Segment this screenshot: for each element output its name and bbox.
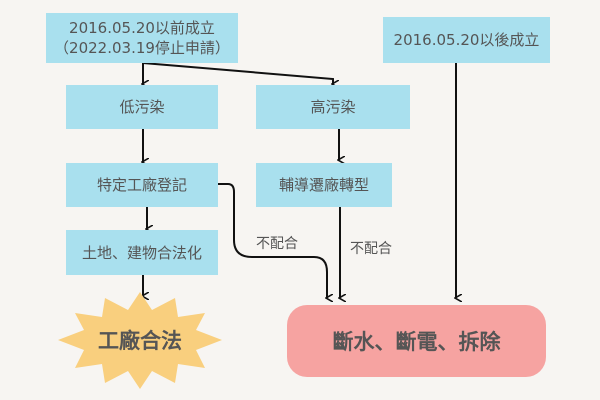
label-noncomply-1: 不配合	[256, 236, 298, 252]
node-before-2016: 2016.05.20以前成立 （2022.03.19停止申請）	[46, 13, 238, 63]
node-low-pollution: 低污染	[66, 85, 218, 129]
node-before-line1: 2016.05.20以前成立	[69, 19, 215, 37]
node-penalty: 斷水、斷電、拆除	[287, 305, 546, 377]
node-high-pollution: 高污染	[256, 85, 410, 129]
legal-starburst	[58, 292, 222, 389]
node-after-2016: 2016.05.20以後成立	[383, 17, 550, 63]
arrow-before-to-high	[142, 62, 333, 84]
node-before-line2: （2022.03.19停止申請）	[54, 39, 230, 57]
node-relocation-guidance: 輔導遷廠轉型	[256, 163, 392, 207]
label-noncomply-2: 不配合	[350, 241, 392, 257]
node-factory-legal: 工廠合法	[98, 329, 182, 353]
node-factory-registration: 特定工廠登記	[66, 163, 218, 207]
node-land-legalization: 土地、建物合法化	[66, 230, 218, 275]
arrow-register-to-penalty	[218, 183, 327, 298]
